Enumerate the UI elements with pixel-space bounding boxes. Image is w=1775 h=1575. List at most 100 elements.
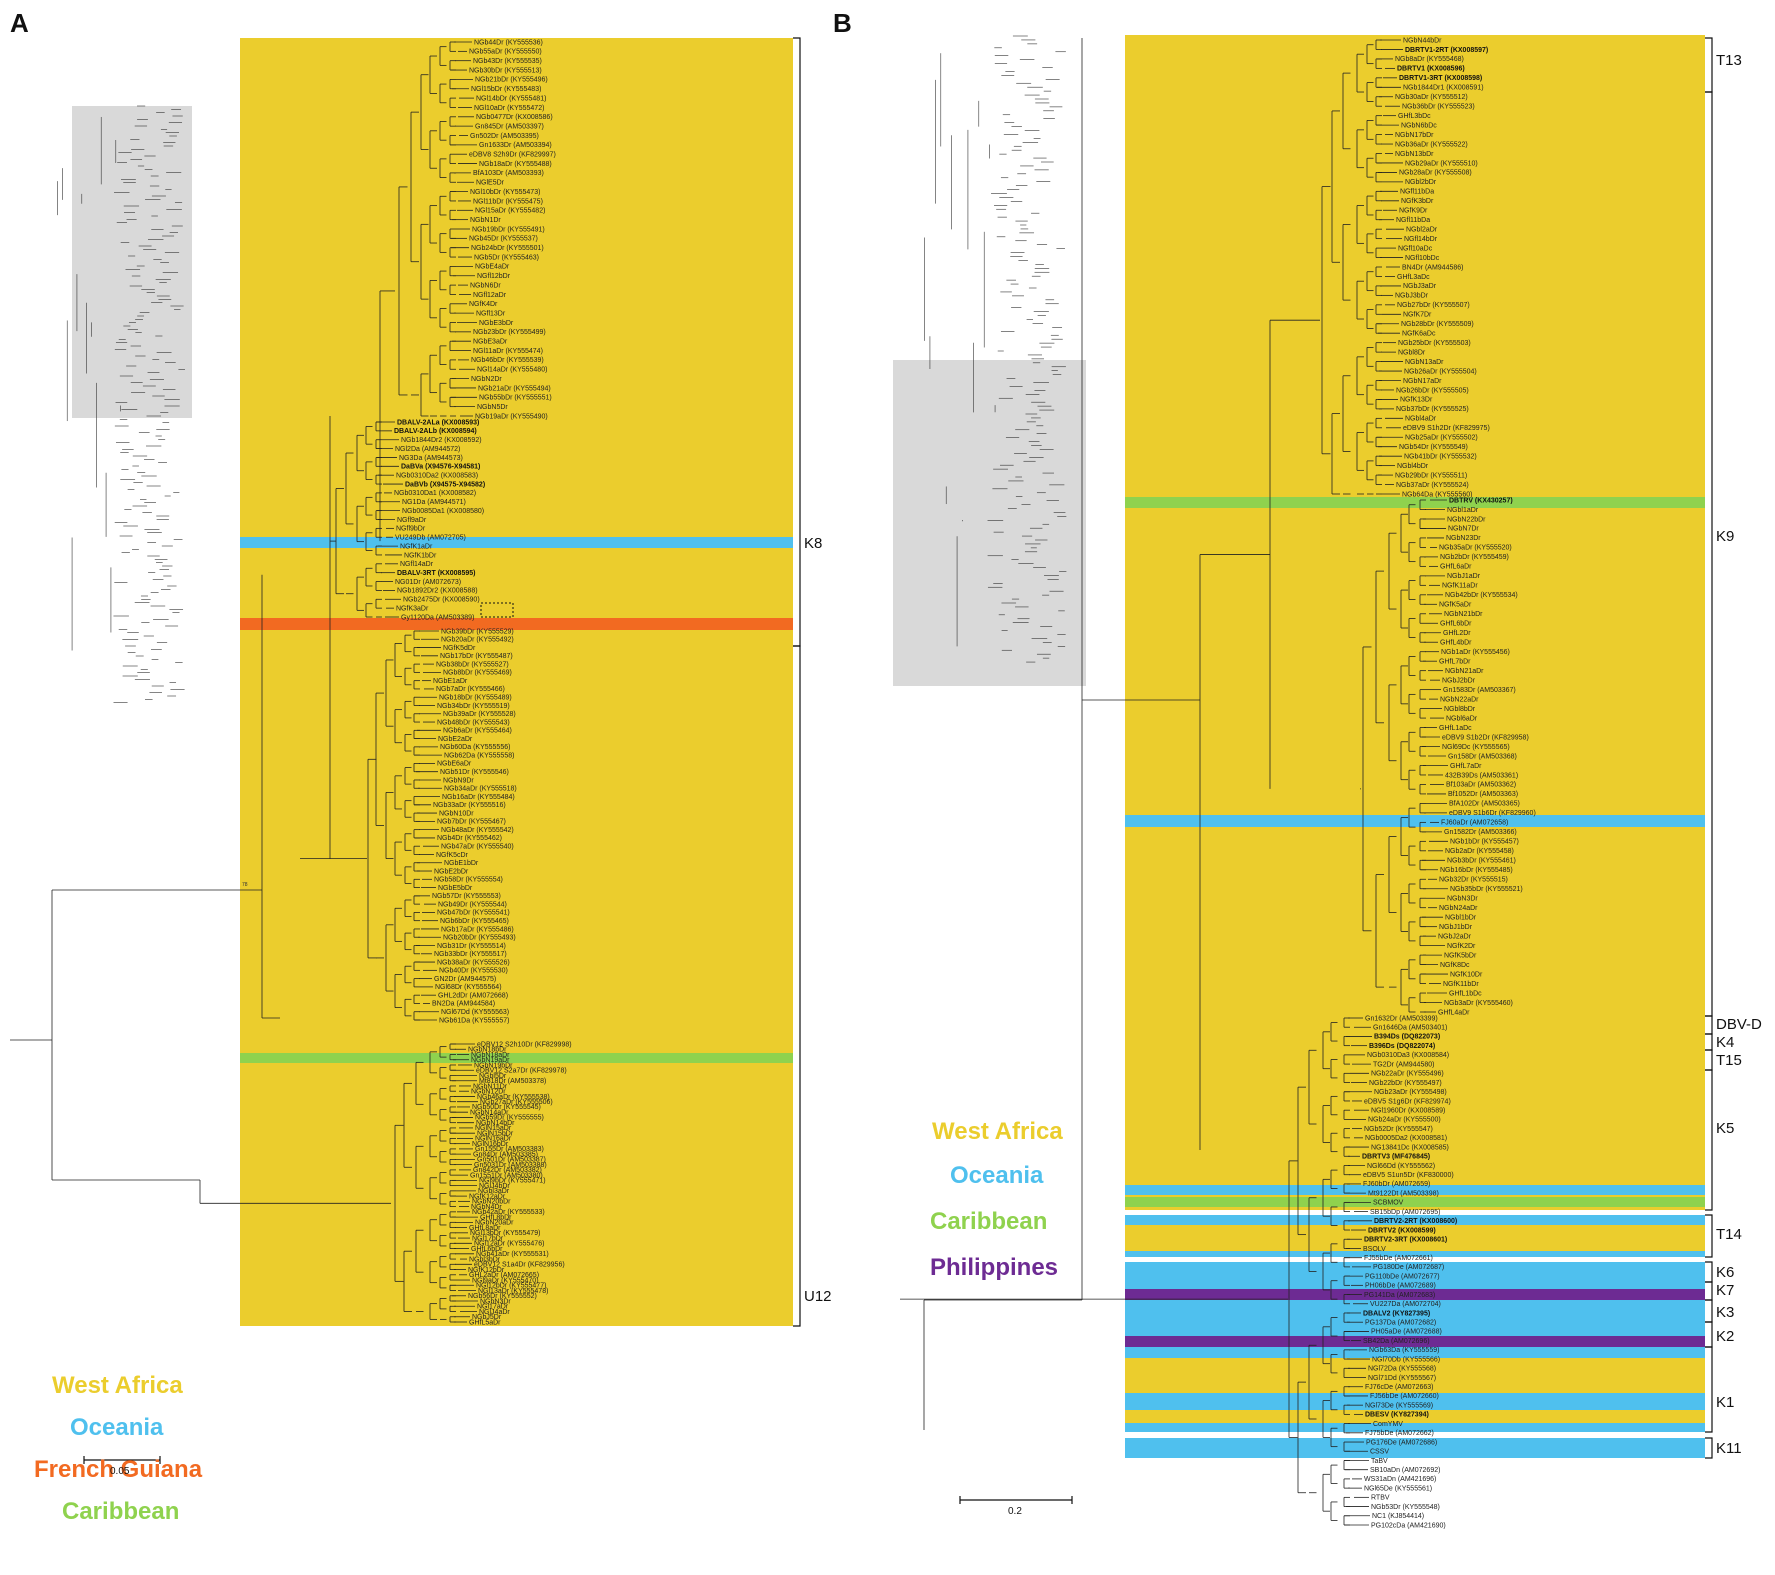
taxon-label: PH06bDe (AM072689) xyxy=(1365,1283,1436,1290)
taxon-label: NGb41aDr (KY555531) xyxy=(476,1251,549,1258)
taxon-label: NGbN12Dr xyxy=(471,1089,506,1096)
taxon-label: Gn1632Dr (AM503399) xyxy=(1365,1015,1438,1022)
taxon-label: FJ56bDe (AM072660) xyxy=(1370,1393,1439,1400)
taxon-label: NGb49Dr (KY555544) xyxy=(438,901,507,908)
taxon-label: NGb0477Dr (KX008586) xyxy=(476,114,553,121)
taxon-label: Gn501Dr (AM503387) xyxy=(477,1157,546,1164)
taxon-label: Gn1582Dr (AM503366) xyxy=(1444,829,1517,836)
taxon-label: NGb29bDr (KY555511) xyxy=(1395,472,1467,479)
panel-b-label: B xyxy=(833,8,852,38)
taxon-label: NGl70Db (KY555566) xyxy=(1372,1356,1440,1363)
taxon-label: DaBVa (X94576-X94581) xyxy=(401,464,480,471)
panel-b-philippines-band-k2 xyxy=(1125,1336,1705,1347)
taxon-label: NGb48bDr (KY555543) xyxy=(437,719,510,726)
taxon-label: NGb26bDr (KY555505) xyxy=(1396,387,1469,394)
taxon-label: eDBV9 S1b6Dr (KF829960) xyxy=(1449,810,1536,817)
bracket-a-k8-top xyxy=(793,37,801,647)
taxon-label: DBRTV3 (MF476845) xyxy=(1362,1154,1430,1161)
bracket-b-t15 xyxy=(1705,1049,1713,1071)
taxon-label: NGb18bDr (KY555489) xyxy=(439,695,512,702)
taxon-label: NGbN13aDr xyxy=(1405,359,1444,366)
taxon-label: PG110bDe (AM072677) xyxy=(1365,1273,1440,1280)
taxon-label: NGbJ3aDr xyxy=(1403,283,1437,290)
taxon-label: Bf103aDr (AM503362) xyxy=(1446,782,1516,789)
taxon-label: NGfl9bDr xyxy=(396,526,426,533)
taxon-label: FJ76cDe (AM072663) xyxy=(1365,1384,1433,1391)
panel-b-oceania-band-k5 xyxy=(1125,1185,1705,1195)
taxon-label: NGfl14bDr xyxy=(1404,236,1438,243)
clade-label-dbv-d: DBV-D xyxy=(1716,1016,1762,1033)
taxon-label: NGb2475Dr (KX008590) xyxy=(403,597,480,604)
taxon-label: NGfK5cDr xyxy=(436,852,469,859)
taxon-label: DBESV (KY827394) xyxy=(1365,1412,1429,1419)
panel-b-west-africa-band-k1b xyxy=(1125,1410,1705,1423)
taxon-label: NGb38bDr (KY555527) xyxy=(436,661,509,668)
taxon-label: NGb30aDr (KY555512) xyxy=(1395,94,1468,101)
bracket-b-k3 xyxy=(1705,1299,1713,1323)
taxon-label: FJ75bDe (AM072662) xyxy=(1365,1430,1434,1437)
taxon-label: GHfL8aDr xyxy=(469,1225,501,1232)
clade-label-t15: T15 xyxy=(1716,1052,1742,1069)
taxon-label: NGb39bDr (KY555529) xyxy=(441,628,514,635)
clade-label-k7: K7 xyxy=(1716,1282,1735,1299)
taxon-label: NGb55aDr (KY555550) xyxy=(469,49,542,56)
taxon-label: NGb19aDr (KY555490) xyxy=(475,413,548,420)
taxon-label: Gn845Dr (AM503397) xyxy=(475,123,544,130)
taxon-label: NGbE5bDr xyxy=(438,885,473,892)
taxon-label: NGfK1aDr xyxy=(400,543,433,550)
taxon-label: DBRTV1-2RT (KX008597) xyxy=(1405,47,1488,54)
taxon-label: NGb53Dr (KY555548) xyxy=(1371,1504,1440,1511)
taxon-label: NGb8bDr (KY555469) xyxy=(443,670,512,677)
taxon-label: NG1Da (AM944571) xyxy=(402,499,466,506)
taxon-label: NGb19bDr (KY555491) xyxy=(472,226,545,233)
taxon-label: NGb7bDr (KY555467) xyxy=(437,819,506,826)
taxon-label: NGb43Dr (KY555535) xyxy=(473,58,542,65)
taxon-label: NGb28aDr (KY555508) xyxy=(1399,170,1472,177)
taxon-label: NGb4Dr (KY555462) xyxy=(437,835,502,842)
taxon-label: NGbJ1bDr xyxy=(1439,924,1473,931)
taxon-label: GHfL4aDr xyxy=(1438,1009,1470,1016)
taxon-label: NGfK6aDc xyxy=(1402,331,1436,338)
taxon-label: NGb42bDr (KY555534) xyxy=(1445,592,1518,599)
taxon-label: NGl69Dc (KY555565) xyxy=(1442,744,1510,751)
taxon-label: TG2Dr (AM944580) xyxy=(1373,1061,1434,1068)
taxon-label: NGbN20bDr xyxy=(472,1199,511,1206)
taxon-label: NGbN1Dr xyxy=(470,217,501,224)
legend-b-west-africa: West Africa xyxy=(932,1118,1063,1145)
taxon-label: NGb20aDr (KY555492) xyxy=(441,637,514,644)
taxon-label: NGb62Da (KY555558) xyxy=(444,752,514,759)
taxon-label: NGbl6aDr xyxy=(1446,715,1478,722)
panel-b-caribbean-band-top xyxy=(1125,497,1705,508)
taxon-label: Gn1551Dr (AM503380) xyxy=(470,1172,543,1179)
taxon-label: Mt9122Dt (AM503398) xyxy=(1368,1190,1439,1197)
panel-b-oceania-band-t14-top xyxy=(1125,1215,1705,1225)
taxon-label: NGfK5dDr xyxy=(443,645,476,652)
taxon-label: NGb16aDr (KY555484) xyxy=(442,794,515,801)
taxon-label: PH05aDe (AM072688) xyxy=(1371,1329,1442,1336)
taxon-label: eDBV12 S2a7Dr (KF829978) xyxy=(476,1068,567,1075)
taxon-label: NGb30bDr (KY555513) xyxy=(469,67,542,74)
taxon-label: Gn84Dr (AM503385) xyxy=(473,1151,538,1158)
taxon-label: NGl15aDr (KY555482) xyxy=(475,208,545,215)
taxon-label: DBRTV1 (KX008596) xyxy=(1397,66,1465,73)
taxon-label: NGb51Dr (KY555546) xyxy=(440,769,509,776)
clade-label-k8: K8 xyxy=(804,535,823,552)
taxon-label: NGlJ4bDr xyxy=(479,1183,510,1190)
taxon-label: GHfL1bDc xyxy=(1449,990,1482,997)
taxon-label: NGbN19bDr xyxy=(474,1062,513,1069)
taxon-label: NGbN22bDr xyxy=(1447,516,1486,523)
taxon-label: NGb36bDr (KY555523) xyxy=(1402,104,1475,111)
taxon-label: NGl10bDr (KY555473) xyxy=(470,189,540,196)
panel-a-overview-tree xyxy=(57,105,185,703)
taxon-label: NGbN5Dr xyxy=(477,404,508,411)
taxon-label: NGb23bDr (KY555499) xyxy=(473,329,546,336)
taxon-label: NGb52Dr (KY555547) xyxy=(1364,1126,1433,1133)
taxon-label: NGb64Da (KY555560) xyxy=(1402,491,1472,498)
taxon-label: NGb26aDr (KY555504) xyxy=(1404,368,1477,375)
taxon-label: GHfL1aDc xyxy=(1439,725,1472,732)
taxon-label: NGb0085Da1 (KX008580) xyxy=(402,508,484,515)
taxon-label: NGfl9aDr xyxy=(397,517,427,524)
taxon-label: TaBV xyxy=(1371,1458,1388,1465)
taxon-label: NGbl3aDr xyxy=(478,1188,510,1195)
